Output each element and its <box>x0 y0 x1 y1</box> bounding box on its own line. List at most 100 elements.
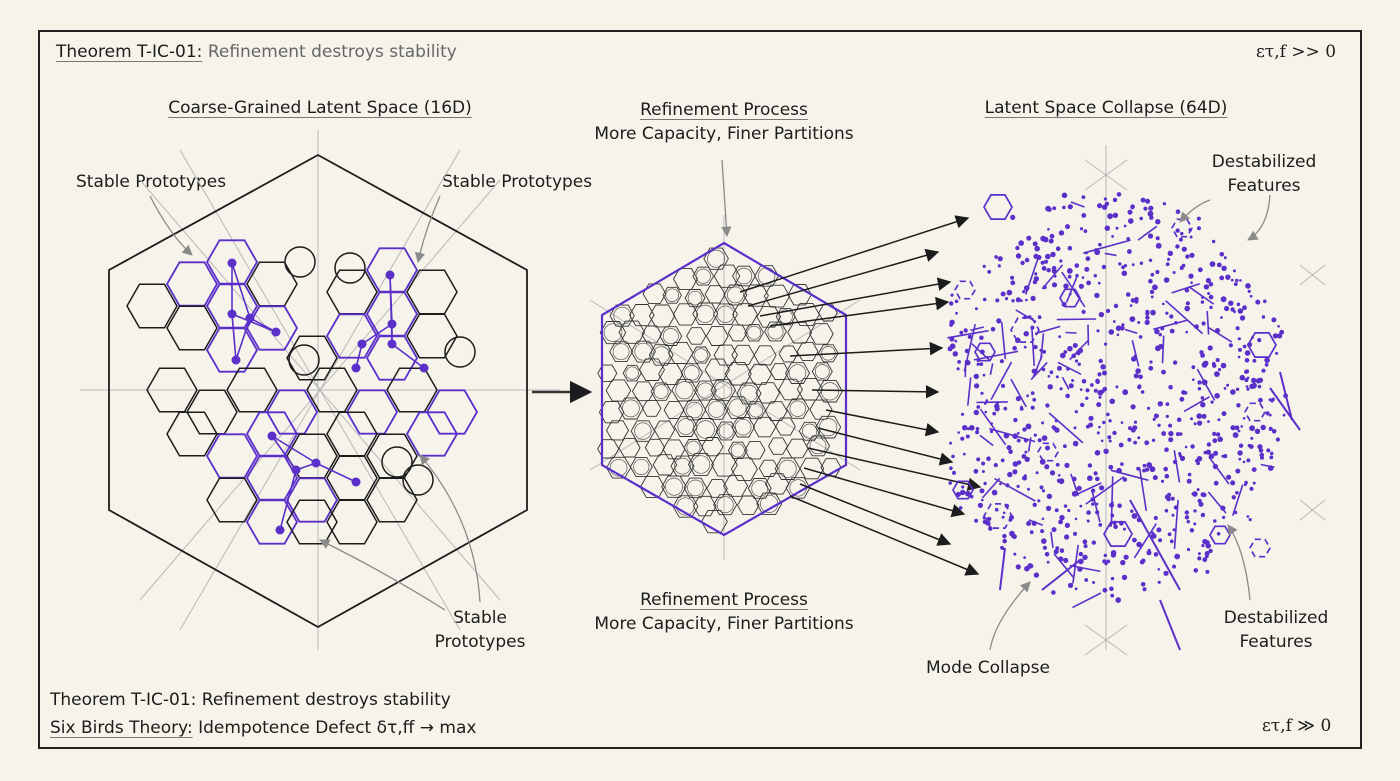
scatter-point <box>974 518 979 523</box>
refined-cell-ring <box>735 267 753 285</box>
scatter-point <box>1108 329 1115 335</box>
scatter-point <box>1030 391 1035 395</box>
refined-cell <box>597 364 618 383</box>
scatter-point <box>1157 401 1164 407</box>
scatter-point <box>1112 212 1119 218</box>
scatter-point <box>1098 242 1102 247</box>
scatter-point <box>1026 394 1029 398</box>
refined-cell-ring <box>603 323 623 342</box>
scatter-point <box>1196 461 1200 466</box>
scatter-point <box>1203 284 1210 290</box>
scatter-point <box>975 427 980 431</box>
scatter-point <box>1000 458 1005 463</box>
scatter-point <box>1243 483 1247 487</box>
scatter-point <box>1097 203 1103 209</box>
scatter-point <box>1215 432 1221 437</box>
prototype-edge <box>271 435 297 471</box>
refined-cell-ring <box>819 418 838 437</box>
prototype-node <box>291 465 301 475</box>
refined-cell <box>672 303 699 326</box>
scatter-point <box>1131 513 1138 519</box>
scatter-point <box>1137 384 1142 388</box>
refined-cell-ring <box>696 304 715 323</box>
fragment-stroke <box>1124 328 1138 334</box>
prototype-edge <box>279 469 297 531</box>
refined-cell-ring <box>665 288 679 302</box>
scatter-point <box>954 339 958 343</box>
refined-cell <box>644 438 666 457</box>
scatter-point <box>1097 389 1104 396</box>
scatter-point <box>1249 486 1254 491</box>
scatter-point <box>1120 559 1126 566</box>
scatter-point <box>1185 301 1190 306</box>
scatter-point <box>1145 309 1150 314</box>
scatter-point <box>1163 466 1168 472</box>
refined-cell <box>648 344 674 366</box>
scatter-point <box>1152 284 1158 291</box>
scatter-point <box>1081 276 1085 279</box>
scatter-point <box>1221 411 1227 417</box>
fragment-stroke <box>979 408 1007 446</box>
refined-cell-ring <box>633 458 650 475</box>
scatter-point <box>1051 265 1057 271</box>
refined-cell <box>747 478 772 499</box>
scatter-point <box>1087 463 1093 468</box>
scatter-point <box>1110 593 1115 598</box>
scatter-point <box>1073 426 1077 430</box>
scatter-point <box>1096 329 1100 333</box>
scatter-point <box>1042 545 1047 550</box>
scatter-point <box>1094 292 1100 299</box>
scatter-point <box>1051 590 1056 595</box>
refined-cell <box>747 363 773 385</box>
refined-cell <box>799 457 825 480</box>
scatter-point <box>1143 206 1148 211</box>
scatter-point <box>1252 358 1257 363</box>
scatter-point <box>1013 552 1017 556</box>
fan-arrow <box>807 447 982 491</box>
scatter-point <box>1023 345 1027 349</box>
scatter-point <box>1162 302 1165 306</box>
scatter-point <box>1086 510 1091 515</box>
scatter-point <box>1087 475 1093 482</box>
scatter-point <box>985 399 989 402</box>
scatter-point <box>1010 280 1016 286</box>
scatter-point <box>1150 295 1154 299</box>
scatter-point <box>1258 448 1264 453</box>
scatter-point <box>1257 384 1262 389</box>
scatter-point <box>1094 249 1101 256</box>
refined-cell <box>756 306 782 328</box>
scatter-point <box>1033 344 1038 350</box>
scatter-point <box>1017 431 1020 435</box>
scatter-point <box>1044 551 1050 557</box>
scatter-point <box>1271 397 1275 402</box>
hexagon-cell <box>245 305 299 351</box>
header-epsilon: ετ,f >> 0 <box>1256 42 1337 62</box>
scatter-point <box>1156 527 1162 533</box>
refined-cell-ring <box>778 459 797 478</box>
scatter-point <box>1200 512 1206 518</box>
scatter-point <box>1007 471 1013 478</box>
scatter-point <box>1117 503 1122 509</box>
scatter-point <box>1168 423 1173 428</box>
circle-cell <box>334 252 366 284</box>
scatter-point <box>1161 369 1166 375</box>
fragment-stroke <box>1061 376 1070 390</box>
scatter-point <box>1216 532 1221 536</box>
scatter-point <box>1041 367 1046 372</box>
scatter-point <box>1006 445 1012 451</box>
refined-cell-ring <box>634 342 653 361</box>
fragment-stroke <box>1069 564 1101 573</box>
scatter-point <box>1067 345 1073 352</box>
scatter-point <box>1172 360 1178 365</box>
refined-cell <box>686 327 707 345</box>
prototype-node <box>351 363 361 373</box>
scatter-point <box>1282 413 1286 417</box>
refined-cell <box>764 473 790 495</box>
header-theorem-text: Refinement destroys stability <box>207 42 457 62</box>
fragment-stroke <box>1085 475 1125 505</box>
scatter-point <box>1097 372 1102 377</box>
scatter-point <box>1193 522 1197 526</box>
scatter-point <box>1142 587 1147 592</box>
scatter-point <box>959 330 964 335</box>
scatter-point <box>1265 411 1270 416</box>
